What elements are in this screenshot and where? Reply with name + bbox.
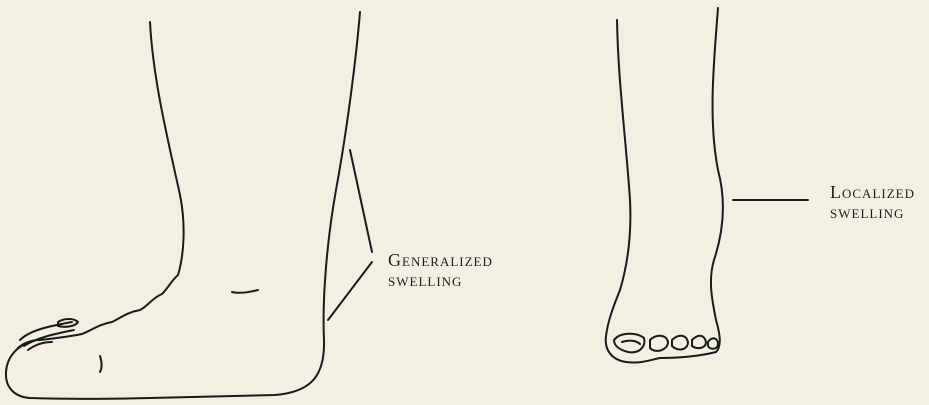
generalized-pointer-upper [350, 150, 372, 252]
right-foot-toe-2 [650, 336, 668, 351]
right-foot-toe-3 [672, 336, 688, 350]
right-foot-toenail [622, 341, 640, 344]
localized-swelling-label: Localized swelling [830, 182, 915, 222]
foot-front-view [606, 8, 808, 363]
left-foot-toe-line [28, 342, 52, 350]
localized-label-line2: swelling [830, 202, 915, 222]
generalized-swelling-label: Generalized swelling [388, 250, 493, 290]
left-foot-front-outline [18, 22, 184, 348]
generalized-pointer-lower [328, 262, 372, 320]
left-foot-small-mark [100, 356, 102, 372]
right-foot-right-outline [660, 8, 723, 358]
right-foot-toe-4 [692, 336, 706, 348]
left-foot-ankle-mark [232, 290, 258, 293]
generalized-label-line2: swelling [388, 270, 493, 290]
left-foot-back-outline [6, 12, 360, 399]
right-foot-toe-5 [708, 338, 718, 348]
localized-label-line1: Localized [830, 182, 915, 202]
generalized-label-line1: Generalized [388, 250, 493, 270]
swollen-foot-side-view [6, 12, 372, 399]
right-foot-left-outline [606, 20, 660, 363]
